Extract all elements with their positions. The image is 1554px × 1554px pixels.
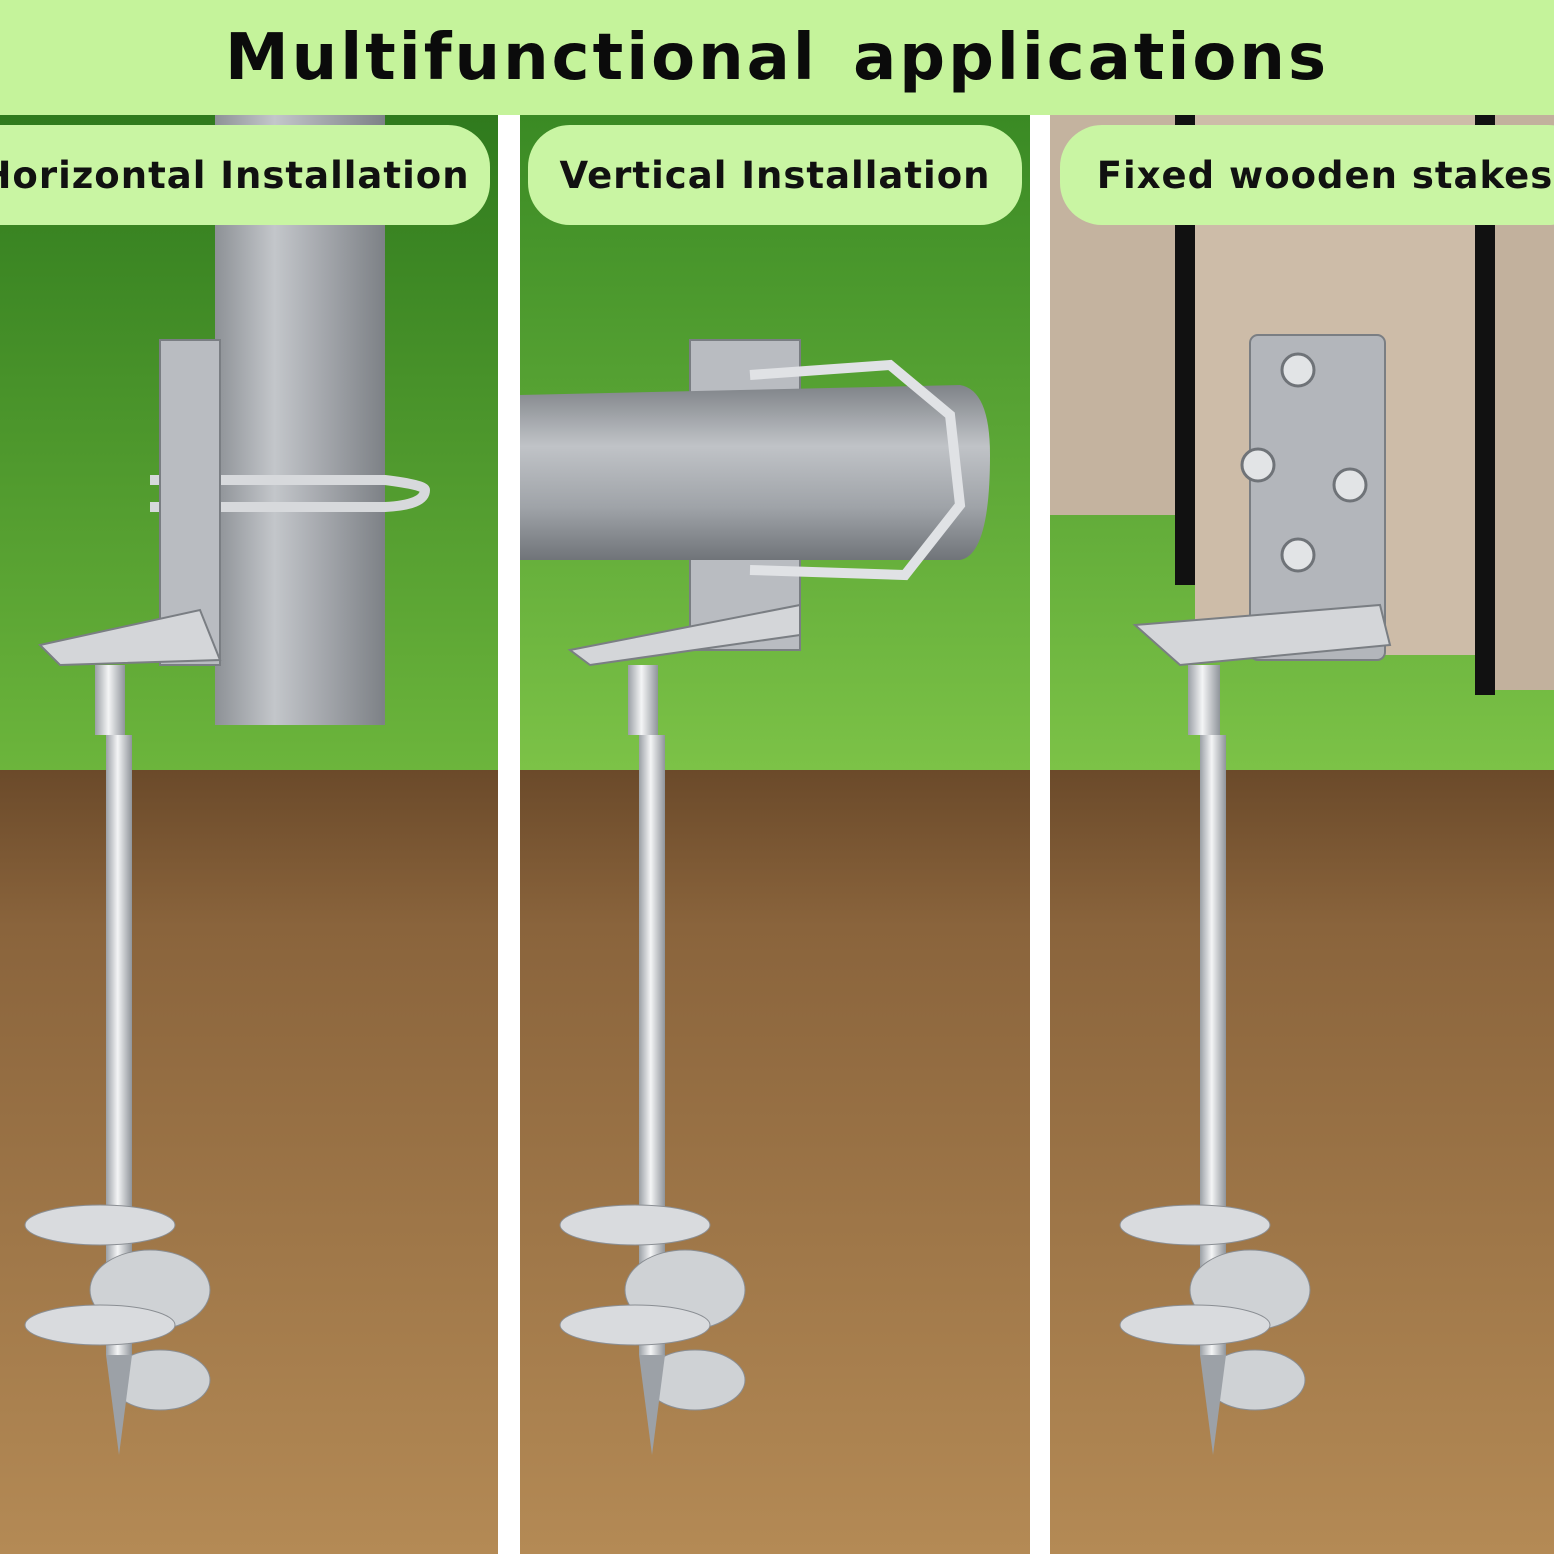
fixed-wooden-stakes-scene — [1050, 115, 1554, 1554]
header-banner: Multifunctional applications — [0, 0, 1554, 115]
ground-anchor-icon — [559, 603, 801, 1455]
panel-fixed-wooden-stakes: Fixed wooden stakes — [1050, 115, 1554, 1554]
label-horizontal-installation: Horizontal Installation — [0, 125, 490, 225]
pipe-icon — [520, 385, 990, 560]
vertical-installation-scene — [520, 115, 1030, 1554]
u-bolt-icon — [150, 475, 431, 512]
ground-anchor-icon — [24, 339, 222, 1455]
panel-vertical-installation: Vertical Installation — [520, 115, 1030, 1554]
soil — [0, 770, 498, 1554]
panel-horizontal-installation: Horizontal Installation — [0, 115, 498, 1554]
label-vertical-installation: Vertical Installation — [528, 125, 1022, 225]
u-bolt-icon — [749, 359, 966, 581]
label-fixed-wooden-stakes: Fixed wooden stakes — [1060, 125, 1554, 225]
soil — [1050, 770, 1554, 1554]
soil — [520, 770, 1030, 1554]
page-title: Multifunctional applications — [224, 20, 1330, 95]
ground-anchor-icon — [1119, 334, 1392, 1455]
horizontal-installation-scene — [0, 115, 498, 1554]
